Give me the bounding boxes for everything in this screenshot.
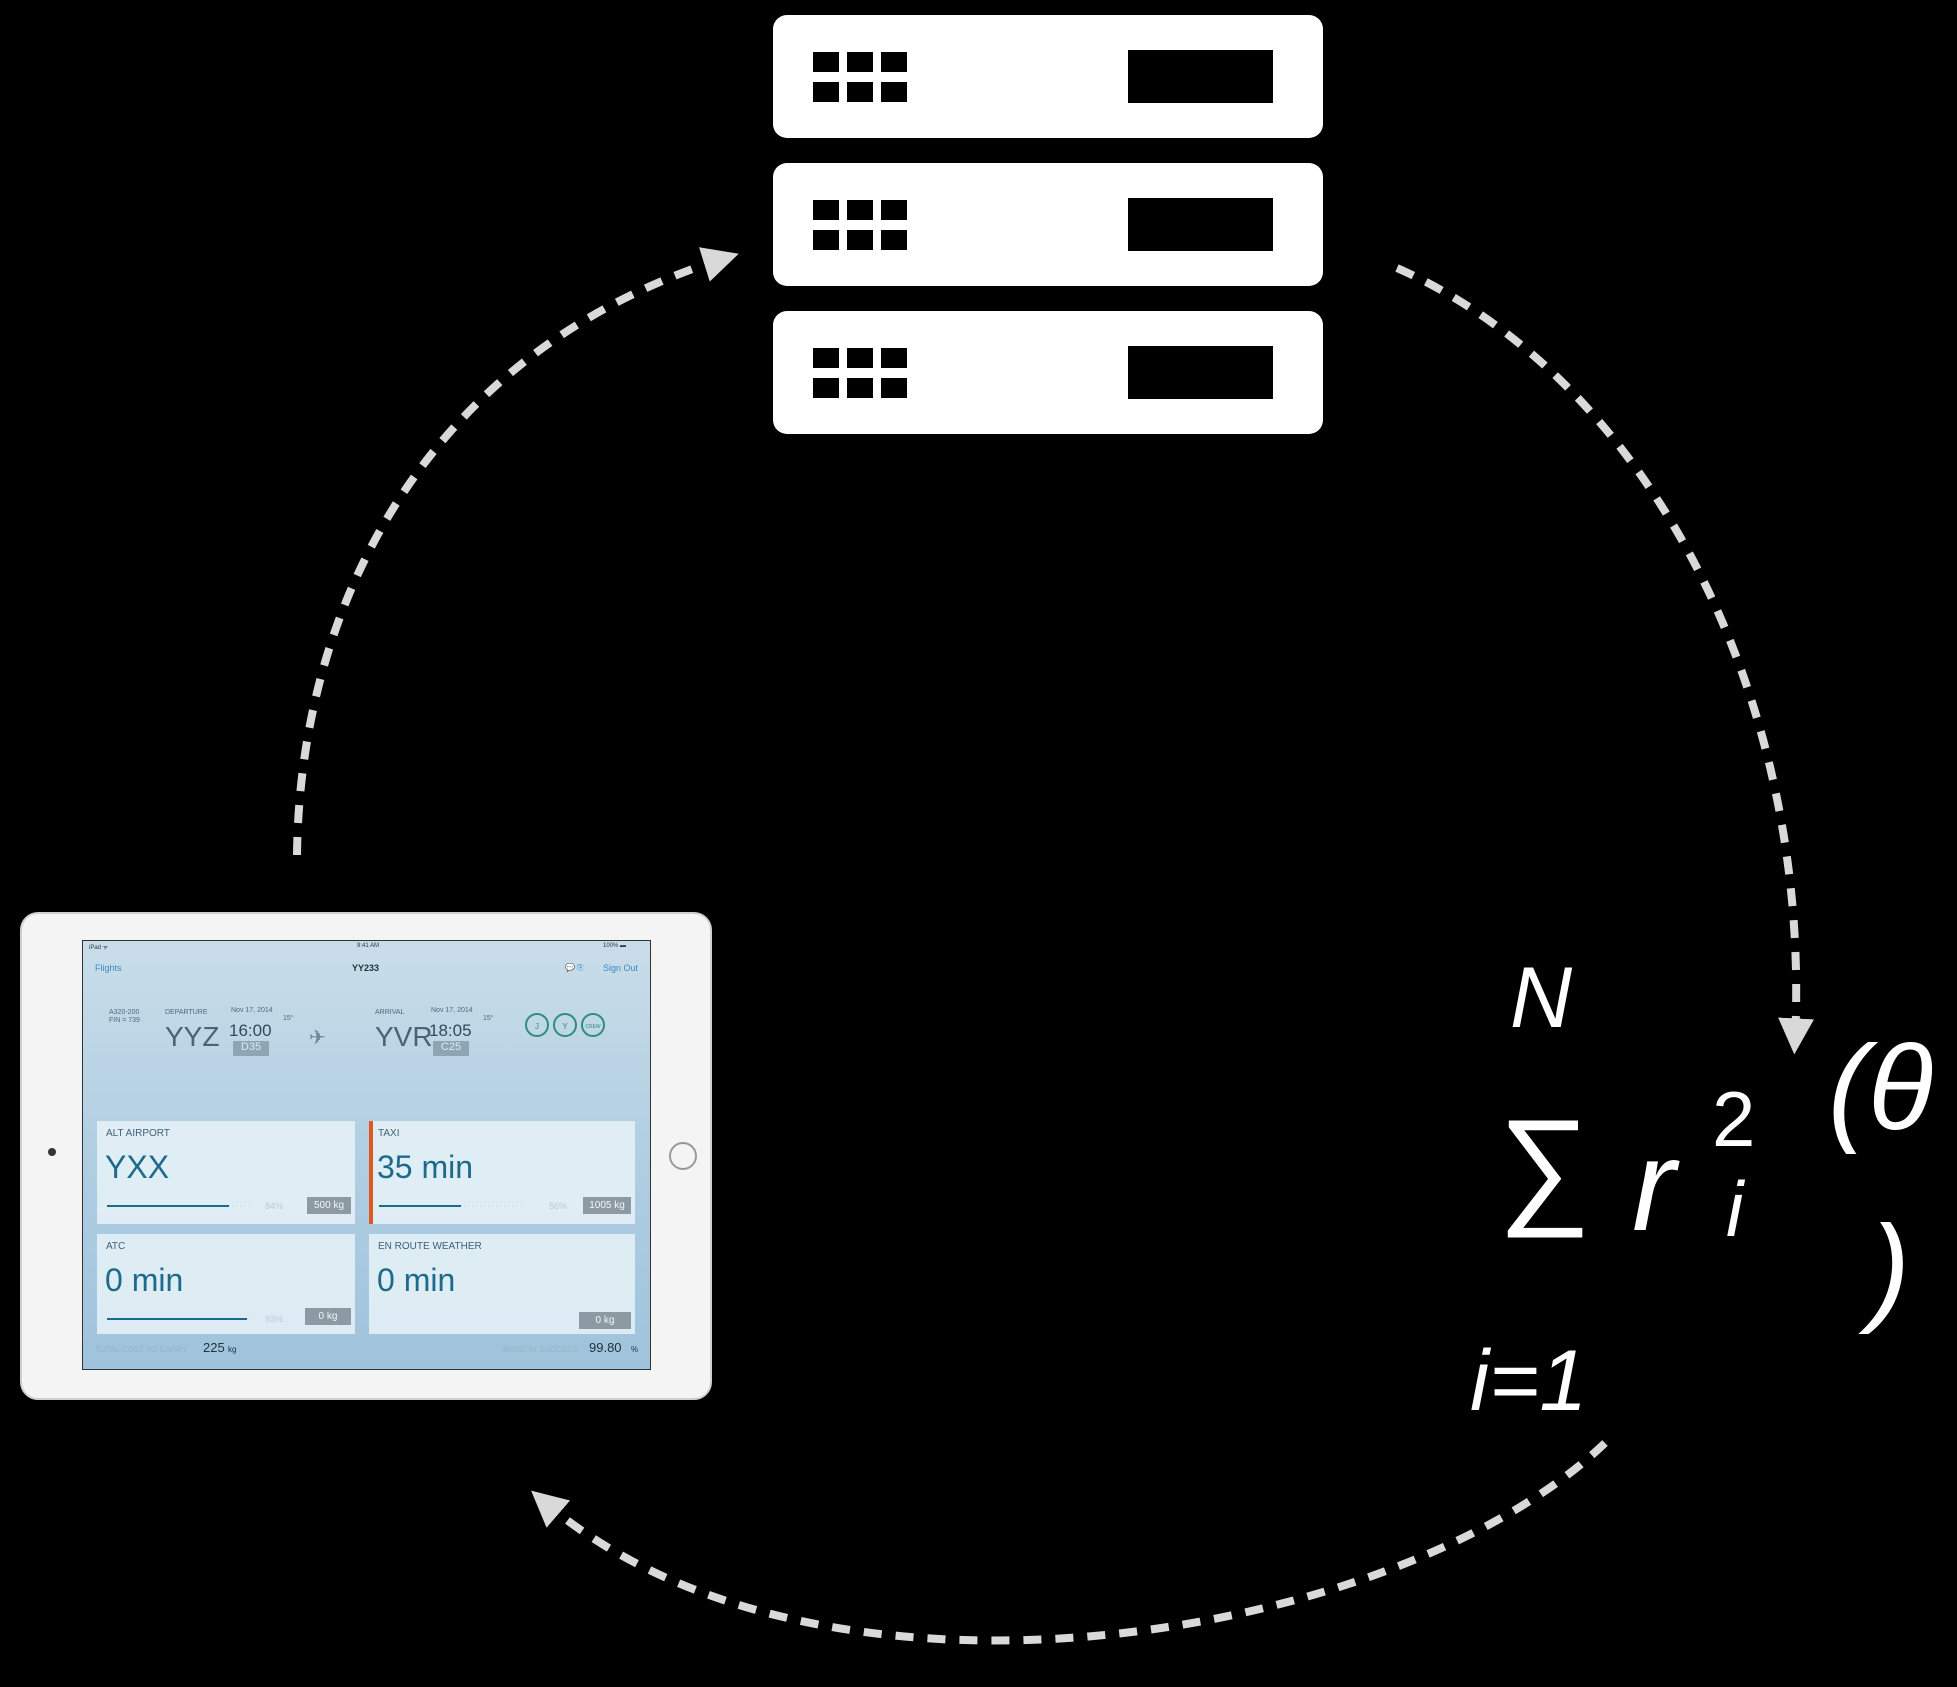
progress-remainder — [461, 1205, 525, 1207]
formula-close-paren: ) — [1870, 1201, 1910, 1335]
panel-alt-airport[interactable]: ALT AIRPORT YXX 84% 500 kg — [97, 1121, 355, 1224]
panel-percent: 93% — [265, 1314, 284, 1324]
progress-remainder — [229, 1205, 253, 1207]
mission-success-label: MISSION SUCCESS — [503, 1345, 578, 1354]
panel-value: 0 min — [377, 1262, 456, 1298]
sum-upper-limit: N — [1510, 950, 1573, 1046]
formula-open-paren: (θ — [1828, 1021, 1934, 1155]
panel-value: YXX — [105, 1149, 170, 1185]
status-battery: 100% ▬ — [603, 943, 627, 949]
server-unit — [773, 15, 1323, 138]
panel-en-route-weather[interactable]: EN ROUTE WEATHER 0 min 0 kg — [369, 1234, 635, 1334]
panel-atc[interactable]: ATC 0 min 93% 0 kg — [97, 1234, 355, 1334]
departure-label: DEPARTURE — [165, 1009, 208, 1016]
nav-title: YY233 — [352, 963, 380, 973]
tablet-device: iPad ᯤ 9:41 AM 100% ▬ Flights YY233 💬 ⎘ … — [20, 912, 712, 1400]
arrow-server-to-formula — [1395, 264, 1815, 1055]
aircraft-type: A320-200 — [109, 1009, 140, 1016]
plane-icon: ✈ — [309, 1027, 326, 1049]
departure-temp: 15° — [283, 1015, 294, 1022]
panel-percent: 56% — [549, 1201, 568, 1211]
panel-title: TAXI — [378, 1128, 400, 1139]
home-button[interactable] — [669, 1142, 697, 1170]
crew-indicator[interactable]: CREW — [581, 1013, 605, 1037]
status-device: iPad ᯤ — [89, 945, 109, 951]
arrival-temp: 15° — [483, 1015, 494, 1022]
sum-lower-limit: i=1 — [1470, 1333, 1588, 1429]
departure-time: 16:00 — [229, 1021, 272, 1040]
panel-taxi[interactable]: TAXI 35 min 56% 1005 kg — [369, 1121, 635, 1224]
panel-percent: 84% — [265, 1201, 284, 1211]
progress-remainder — [247, 1318, 257, 1320]
arrow-formula-to-tablet — [531, 1440, 1608, 1645]
mission-success-value: 99.80 — [589, 1340, 622, 1355]
class-y-indicator[interactable]: Y — [553, 1013, 577, 1037]
total-cost-unit: kg — [228, 1345, 237, 1354]
panel-value: 35 min — [377, 1149, 474, 1185]
arrival-label: ARRIVAL — [375, 1009, 405, 1016]
progress-fill — [107, 1205, 229, 1207]
server-unit — [773, 311, 1323, 434]
nav-back-button[interactable]: Flights — [95, 963, 122, 973]
arrival-date: Nov 17, 2014 — [431, 1007, 473, 1014]
arrival-time: 18:05 — [429, 1021, 472, 1040]
aircraft-fin: FIN = 739 — [109, 1017, 140, 1024]
camera-dot — [48, 1148, 56, 1156]
panel-title: ATC — [106, 1241, 126, 1252]
departure-code: YYZ — [165, 1021, 220, 1052]
arrival-gate: C25 — [433, 1041, 469, 1056]
panel-weight: 0 kg — [305, 1308, 351, 1325]
nav-message-icons[interactable]: 💬 ⎘ — [565, 963, 584, 972]
progress-fill — [379, 1205, 461, 1207]
panel-weight: 0 kg — [579, 1312, 631, 1329]
arrival-code: YVR — [375, 1021, 433, 1052]
tablet-screen: iPad ᯤ 9:41 AM 100% ▬ Flights YY233 💬 ⎘ … — [82, 940, 651, 1370]
total-cost-value: 225 — [203, 1340, 225, 1355]
panel-marker — [369, 1121, 373, 1224]
class-j-indicator[interactable]: J — [525, 1013, 549, 1037]
panel-value: 0 min — [105, 1262, 184, 1298]
sign-out-button[interactable]: Sign Out — [603, 963, 639, 973]
panel-title: EN ROUTE WEATHER — [378, 1241, 482, 1252]
formula-subscript: i — [1726, 1165, 1744, 1253]
sum-symbol: ∑ — [1498, 1092, 1591, 1238]
arrow-tablet-to-server — [293, 247, 739, 856]
panel-weight: 1005 kg — [583, 1197, 631, 1214]
panel-weight: 500 kg — [307, 1197, 351, 1214]
formula-superscript: 2 — [1712, 1075, 1756, 1163]
progress-fill — [107, 1318, 247, 1320]
status-time: 9:41 AM — [357, 943, 380, 949]
formula-variable: r — [1632, 1112, 1676, 1258]
departure-gate: D35 — [233, 1041, 269, 1056]
departure-date: Nov 17, 2014 — [231, 1007, 273, 1014]
panel-title: ALT AIRPORT — [106, 1128, 170, 1139]
server-unit — [773, 163, 1323, 286]
total-cost-label: TOTAL COST TO CARRY — [95, 1345, 188, 1354]
mission-success-unit: % — [631, 1345, 639, 1354]
